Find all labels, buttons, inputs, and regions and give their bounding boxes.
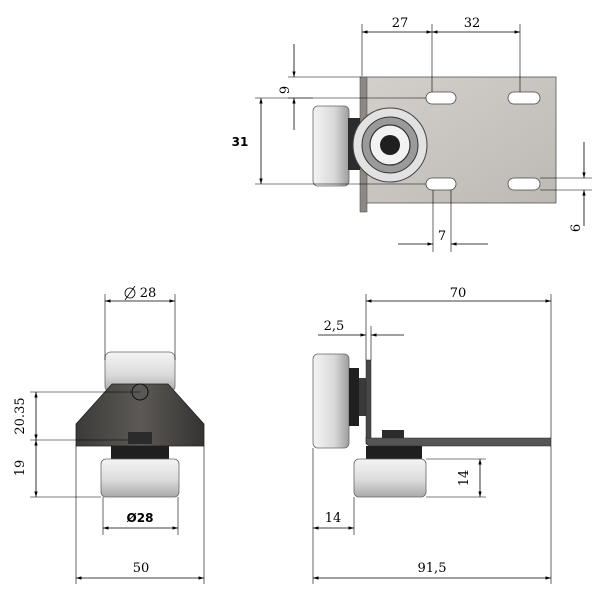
dim-front-diameter-top: 28 bbox=[140, 286, 157, 301]
bearing-core bbox=[380, 135, 400, 155]
dim-front-diameter-bottom: Ø28 bbox=[127, 511, 154, 525]
front-bolt bbox=[128, 432, 152, 444]
front-view: 28 20.35 19 Ø28 50 bbox=[13, 285, 205, 584]
diameter-icon bbox=[124, 285, 136, 301]
dim-top-slot-width: 7 bbox=[438, 229, 446, 244]
plate-slot bbox=[507, 177, 541, 191]
dim-front-width: 50 bbox=[133, 561, 150, 576]
dim-top-slot-height: 9 bbox=[278, 86, 293, 94]
side-upper-wheel bbox=[312, 353, 350, 449]
side-view: 70 2,5 14 14 91,5 bbox=[312, 286, 552, 584]
side-hub bbox=[366, 446, 422, 460]
side-lower-wheel bbox=[353, 458, 427, 498]
dim-side-length-top: 70 bbox=[450, 286, 467, 301]
dim-top-width-left: 27 bbox=[392, 16, 409, 31]
dim-front-height-upper: 20.35 bbox=[13, 397, 28, 434]
dim-side-total-length: 91,5 bbox=[418, 561, 447, 576]
side-washer bbox=[359, 378, 368, 416]
roller-wheel bbox=[312, 105, 350, 187]
plate-slot bbox=[425, 91, 457, 105]
side-bolt bbox=[382, 430, 404, 438]
dim-front-height-lower: 19 bbox=[13, 460, 28, 477]
front-bottom-wheel bbox=[100, 458, 180, 498]
dim-top-height: 31 bbox=[232, 135, 249, 149]
dim-top-slot-gap: 6 bbox=[569, 224, 584, 232]
dim-side-wheel-width: 14 bbox=[325, 511, 342, 526]
plate-slot bbox=[507, 91, 541, 105]
side-bracket-leg bbox=[365, 359, 372, 445]
dim-side-thickness: 2,5 bbox=[324, 319, 345, 334]
dim-top-width-right: 32 bbox=[464, 16, 481, 31]
dim-side-wheel-height: 14 bbox=[457, 470, 472, 487]
plate-slot bbox=[425, 177, 457, 191]
side-mounting-plate bbox=[365, 437, 552, 447]
top-view: 27 32 9 31 6 7 bbox=[232, 16, 592, 252]
front-hub bbox=[111, 446, 169, 460]
side-nut bbox=[349, 368, 359, 426]
